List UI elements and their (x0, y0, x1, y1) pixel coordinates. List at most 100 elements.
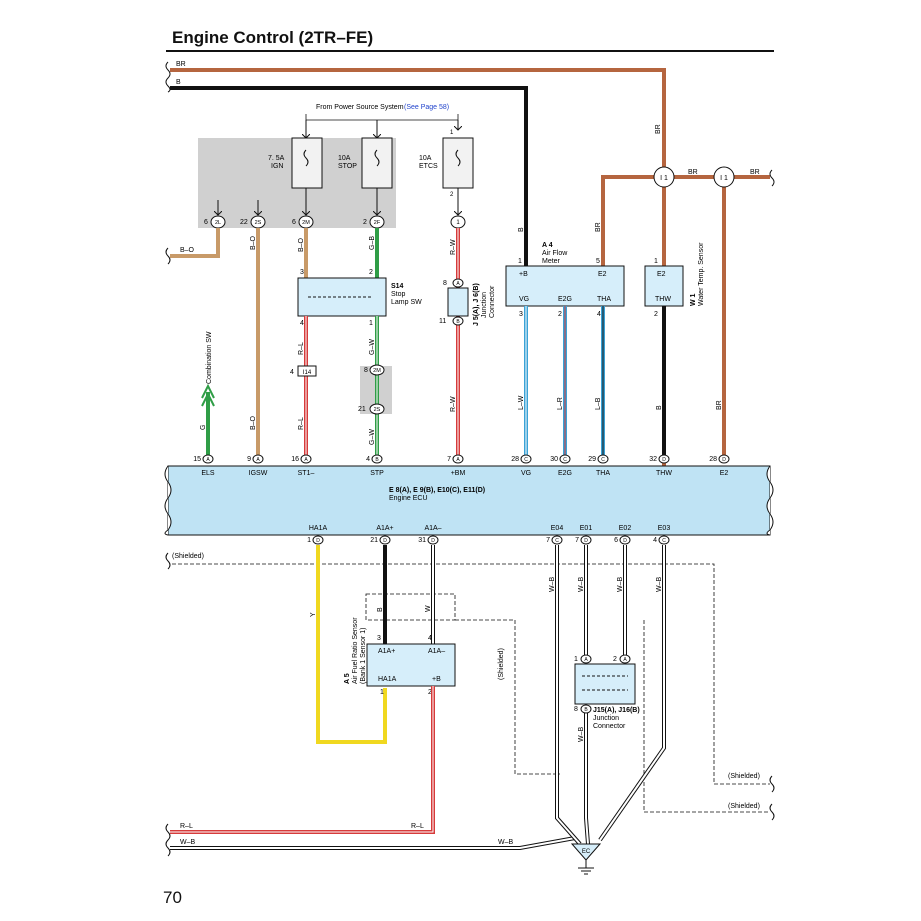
svg-text:B: B (456, 319, 460, 325)
svg-text:IGSW: IGSW (249, 470, 268, 477)
air-fuel-ratio-sensor (366, 643, 456, 687)
svg-text:A1A–: A1A– (424, 525, 441, 532)
fuse-stop-amp: 10A (338, 155, 351, 162)
ecu-name: Engine ECU (389, 495, 428, 502)
svg-text:D: D (623, 538, 627, 544)
svg-text:1: 1 (574, 656, 578, 663)
fuse-etcs-name: ETCS (419, 163, 438, 170)
svg-text:21: 21 (370, 537, 378, 544)
svg-text:Junction: Junction (593, 715, 619, 722)
svg-text:1: 1 (380, 689, 384, 696)
svg-text:A 4: A 4 (542, 242, 553, 249)
svg-text:22: 22 (240, 219, 248, 226)
svg-text:B: B (375, 457, 379, 463)
svg-text:7: 7 (546, 537, 550, 544)
svg-text:A: A (456, 281, 460, 287)
shield-line-1 (172, 563, 770, 785)
wire-w-b-e03 (598, 545, 666, 842)
svg-text:11: 11 (439, 318, 446, 325)
svg-text:Meter: Meter (542, 258, 561, 265)
svg-text:THW: THW (656, 470, 672, 477)
svg-text:7: 7 (447, 456, 451, 463)
connector-1: 1 (450, 215, 466, 229)
svg-text:D: D (383, 538, 387, 544)
svg-text:16: 16 (291, 456, 299, 463)
stop-lamp-switch (297, 277, 387, 317)
wire-r-l-bottom (170, 686, 435, 834)
wire-b-top (170, 86, 528, 272)
svg-text:2S: 2S (374, 407, 381, 413)
svg-text:A: A (256, 457, 260, 463)
ground-ec (570, 843, 602, 861)
svg-text:A1A+: A1A+ (378, 648, 395, 655)
svg-text:E2: E2 (598, 271, 607, 278)
svg-text:A1A–: A1A– (428, 648, 445, 655)
svg-text:(Shielded): (Shielded) (728, 803, 760, 810)
svg-text:4: 4 (290, 369, 294, 376)
svg-text:4: 4 (300, 320, 304, 327)
wire-b-o-left (170, 228, 220, 258)
svg-text:R–L: R–L (298, 417, 305, 430)
svg-text:D: D (662, 457, 666, 463)
svg-text:2: 2 (363, 219, 367, 226)
svg-text:3: 3 (300, 269, 304, 276)
power-source-link: (See Page 58) (404, 104, 449, 111)
svg-text:W–B: W–B (578, 727, 585, 743)
svg-text:E2G: E2G (558, 470, 572, 477)
shield-line-3 (365, 593, 456, 621)
svg-text:BR: BR (716, 400, 723, 410)
svg-text:STP: STP (370, 470, 384, 477)
svg-text:D: D (584, 538, 588, 544)
svg-text:1: 1 (450, 130, 454, 136)
svg-text:1: 1 (307, 537, 311, 544)
page-number: 70 (163, 888, 182, 907)
svg-text:Air Fuel Ratio Sensor: Air Fuel Ratio Sensor (352, 617, 359, 684)
ecu-id: E 8(A), E 9(B), E10(C), E11(D) (389, 487, 485, 494)
svg-text:B–O: B–O (298, 237, 305, 252)
ecu-pin-bm: A7+BM (447, 454, 465, 477)
svg-text:(Bank 1 Sensor 1): (Bank 1 Sensor 1) (360, 628, 367, 684)
junction-j5 (447, 287, 469, 317)
wire-w-b-j15 (584, 712, 590, 845)
svg-text:Y: Y (310, 612, 317, 617)
svg-text:G–W: G–W (369, 429, 376, 445)
svg-text:W–B: W–B (549, 577, 556, 593)
svg-text:W–B: W–B (498, 839, 514, 846)
svg-text:C: C (524, 457, 528, 463)
svg-text:2: 2 (369, 269, 373, 276)
svg-text:L–W: L–W (518, 395, 525, 410)
svg-text:G–B: G–B (369, 236, 376, 250)
connector-i14 (297, 365, 317, 377)
svg-text:HA1A: HA1A (309, 525, 328, 532)
wire-label-br: BR (176, 61, 186, 68)
svg-text:E01: E01 (580, 525, 593, 532)
cut-mark-top (165, 61, 171, 93)
svg-text:THW: THW (655, 296, 671, 303)
wire-label-br-right2: BR (750, 169, 760, 176)
svg-text:2: 2 (654, 311, 658, 318)
svg-text:B–O: B–O (250, 235, 257, 250)
svg-text:Lamp SW: Lamp SW (391, 299, 422, 306)
svg-text:4: 4 (428, 635, 432, 642)
svg-text:+B: +B (432, 676, 441, 683)
svg-text:W–B: W–B (617, 577, 624, 593)
fuse-ign-name: IGN (271, 163, 283, 170)
svg-text:E2G: E2G (558, 296, 572, 303)
svg-text:4: 4 (653, 537, 657, 544)
svg-text:W 1: W 1 (690, 293, 697, 306)
svg-text:3: 3 (377, 635, 381, 642)
svg-text:C: C (555, 538, 559, 544)
svg-text:30: 30 (550, 456, 558, 463)
svg-text:L–R: L–R (557, 397, 564, 410)
wire-label-b: B (176, 79, 181, 86)
svg-text:A1A+: A1A+ (376, 525, 393, 532)
svg-text:I14: I14 (303, 370, 312, 376)
